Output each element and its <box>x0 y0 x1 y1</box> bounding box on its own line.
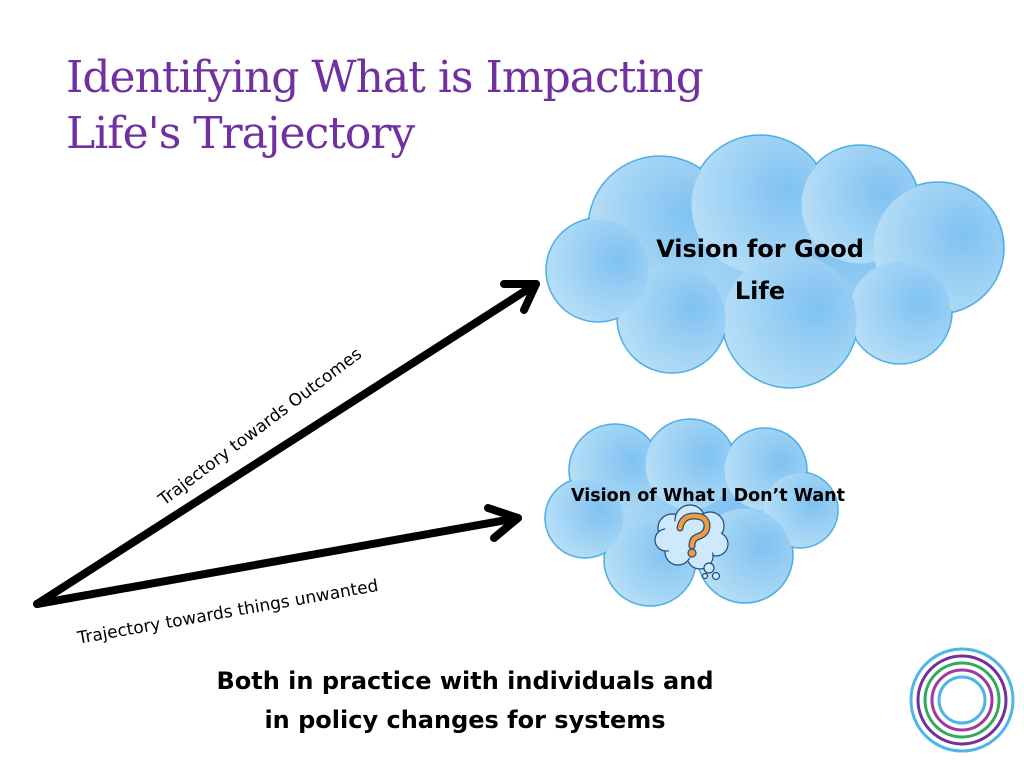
concentric-rings-icon <box>909 647 1015 753</box>
slide-title-line-1: Identifying What is Impacting <box>66 52 704 103</box>
slide-title: Identifying What is Impacting Life's Tra… <box>66 50 866 162</box>
footer-caption-line-1: Both in practice with individuals and <box>216 667 714 695</box>
cloud-good-life-label: Vision for Good Life <box>620 228 900 312</box>
logo-ring <box>937 675 987 725</box>
logo-ring <box>923 661 1001 739</box>
cloud-unwanted-label: Vision of What I Don’t Want <box>570 486 845 506</box>
cloud-good-life-label-line-1: Vision for Good <box>656 235 864 263</box>
logo-ring <box>930 668 994 732</box>
question-mark-icon <box>654 504 729 581</box>
arrow-trajectory-unwanted <box>33 504 522 608</box>
arrow-trajectory-outcomes <box>33 280 540 608</box>
footer-caption-line-2: in policy changes for systems <box>264 706 666 734</box>
logo-ring <box>916 654 1008 746</box>
cloud-good-life-label-line-2: Life <box>734 277 786 305</box>
cloud-good-life <box>545 134 1005 389</box>
slide-title-line-2: Life's Trajectory <box>66 108 415 159</box>
logo-ring <box>909 647 1015 753</box>
footer-caption: Both in practice with individuals and in… <box>180 662 750 740</box>
